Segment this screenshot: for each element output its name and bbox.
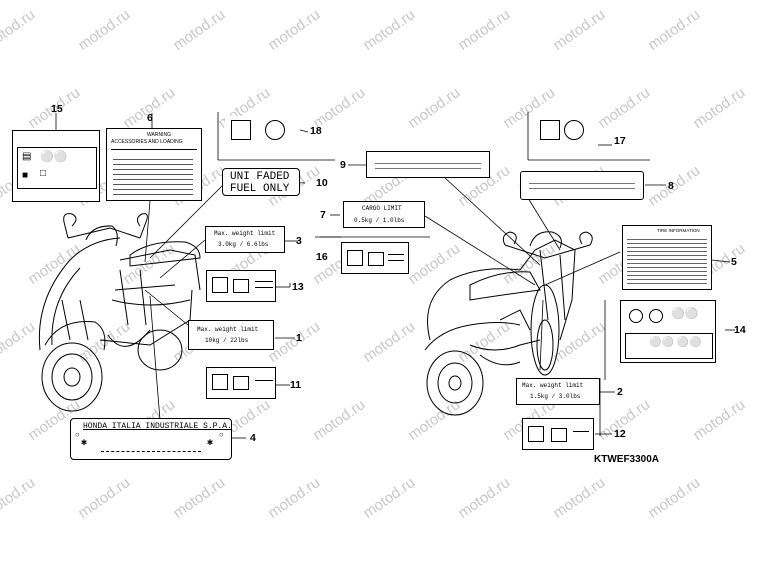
label-7-cargo-box: CARGO LIMIT 0.5kg / 1.0lbs bbox=[343, 201, 425, 228]
diagram-code: KTWEF3300A bbox=[594, 454, 660, 465]
riders-icon: ⚪⚪ ⚪⚪ bbox=[649, 337, 702, 348]
label-18-box bbox=[225, 116, 299, 146]
callout-11: 11 bbox=[290, 379, 302, 391]
label-17-box bbox=[534, 116, 596, 146]
label-3-weight-box: Max. weight limit 3.0kg / 6.6lbs bbox=[205, 226, 285, 253]
luggage-weight-icon bbox=[233, 376, 249, 390]
left-scooter-drawing bbox=[38, 213, 201, 412]
manual-book-icon bbox=[528, 426, 544, 442]
warning-title: WARNING bbox=[147, 132, 171, 138]
unleaded-line2: FUEL ONLY bbox=[230, 183, 290, 195]
rider-icon: ■ bbox=[22, 170, 29, 181]
motorcycle-icon: ⚪⚪ bbox=[671, 308, 699, 320]
manual-icon bbox=[629, 309, 643, 323]
callout-4: 4 bbox=[250, 432, 256, 444]
asterisk-left-icon: ✱ bbox=[81, 438, 88, 449]
maintenance-icon bbox=[564, 120, 584, 140]
cargo-value: 0.5kg / 1.0lbs bbox=[354, 217, 405, 224]
asterisk-right-icon: ✱ bbox=[207, 438, 214, 449]
callout-17: 17 bbox=[614, 135, 626, 147]
label-16-box bbox=[341, 242, 409, 274]
callout-12: 12 bbox=[614, 428, 626, 440]
luggage-weight-icon bbox=[368, 252, 384, 266]
honda-plate-text: HONDA ITALIA INDUSTRIALE S.P.A. bbox=[83, 422, 232, 431]
callout-14: 14 bbox=[734, 324, 746, 336]
right-scooter-drawing bbox=[424, 231, 593, 416]
callout-5: 5 bbox=[731, 256, 737, 268]
callout-9: 9 bbox=[340, 159, 346, 171]
maintenance-icon bbox=[265, 120, 285, 140]
mwl1-title: Max. weight limit bbox=[197, 326, 259, 333]
label-14-lower-panel bbox=[625, 333, 713, 359]
label-14-box: ⚪⚪ ⚪⚪ ⚪⚪ bbox=[620, 300, 716, 363]
manual-book-icon bbox=[212, 374, 228, 390]
callout-1: 1 bbox=[296, 332, 302, 344]
callout-13: 13 bbox=[292, 281, 304, 293]
label-4-honda-plate: HONDA ITALIA INDUSTRIALE S.P.A. ○ ○ ✱ ✱ bbox=[70, 418, 232, 460]
rivet-right-icon: ○ bbox=[219, 431, 224, 440]
motorcycle-icon: ⚪⚪ bbox=[40, 151, 68, 163]
label-11-box bbox=[206, 367, 276, 399]
luggage-weight-icon bbox=[551, 428, 567, 442]
info-title: TIRE INFORMATION bbox=[657, 228, 700, 233]
label-1-weight-box: Max. weight limit 10kg / 22lbs bbox=[188, 320, 274, 350]
warning-subtitle: ACCESSORIES AND LOADING bbox=[111, 139, 183, 145]
label-6-warning-box: WARNING ACCESSORIES AND LOADING bbox=[106, 128, 202, 201]
manual-book-icon bbox=[231, 120, 251, 140]
callout-15: 15 bbox=[51, 103, 63, 115]
helmet-icon bbox=[649, 309, 663, 323]
label-12-box bbox=[522, 418, 594, 450]
manual-icon: ▤ bbox=[22, 151, 32, 162]
mwl2-title: Max. weight limit bbox=[522, 382, 584, 389]
callout-7: 7 bbox=[320, 209, 326, 221]
label-5-info-box: TIRE INFORMATION bbox=[622, 225, 712, 290]
callout-10: 10 bbox=[316, 177, 328, 189]
label-8-box bbox=[520, 171, 644, 200]
label-15-inner: ▤ ⚪⚪ ■ □ bbox=[17, 147, 97, 189]
mwl3-value: 3.0kg / 6.6lbs bbox=[218, 241, 269, 248]
callout-16: 16 bbox=[316, 251, 328, 263]
label-2-weight-box: Max. weight limit 1.5kg / 3.0lbs bbox=[516, 378, 600, 405]
manual-book-icon bbox=[540, 120, 560, 140]
callout-18: 18 bbox=[310, 125, 322, 137]
callout-2: 2 bbox=[617, 386, 623, 398]
callout-3: 3 bbox=[296, 235, 302, 247]
label-9-box bbox=[366, 151, 490, 178]
cargo-title: CARGO LIMIT bbox=[362, 205, 402, 212]
mwl2-value: 1.5kg / 3.0lbs bbox=[530, 393, 581, 400]
mwl1-value: 10kg / 22lbs bbox=[205, 337, 249, 344]
rivet-left-icon: ○ bbox=[75, 431, 80, 440]
callout-8: 8 bbox=[668, 180, 674, 192]
label-10-unleaded-box: UNI FADED FUEL ONLY bbox=[222, 168, 300, 196]
manual-book-icon bbox=[212, 277, 228, 293]
label-13-box bbox=[206, 270, 276, 302]
luggage-weight-icon bbox=[233, 279, 249, 293]
mwl3-title: Max. weight limit bbox=[214, 230, 276, 237]
unleaded-line1: UNI FADED bbox=[230, 171, 290, 183]
manual-book-icon bbox=[347, 250, 363, 266]
callout-6: 6 bbox=[147, 112, 153, 124]
luggage-icon: □ bbox=[40, 168, 47, 179]
label-15-box: ▤ ⚪⚪ ■ □ bbox=[12, 130, 100, 202]
